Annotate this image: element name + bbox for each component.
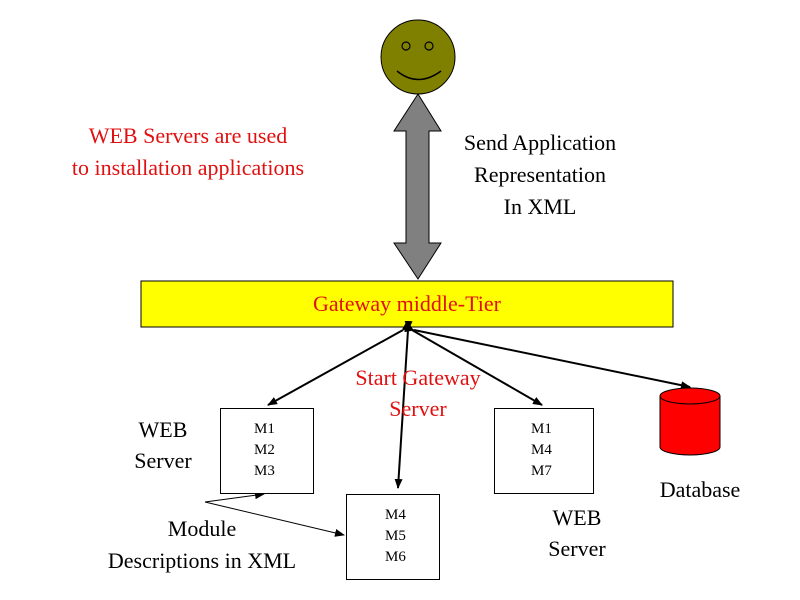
middle-server-box: M4 M5 M6 xyxy=(346,494,440,580)
module-label: M1 xyxy=(531,421,552,437)
module-label: M5 xyxy=(385,528,406,544)
module-label: M2 xyxy=(254,442,275,458)
module-description-arrows xyxy=(204,491,345,537)
module-label: M7 xyxy=(531,463,552,479)
module-label: M3 xyxy=(254,463,275,479)
right-web-server-label: WEB Server xyxy=(548,505,606,561)
gateway-label: Gateway middle-Tier xyxy=(313,291,501,316)
module-label: M6 xyxy=(385,549,406,565)
arrow-gateway-left-server xyxy=(267,322,413,406)
database-cylinder-icon xyxy=(659,387,721,456)
smiley-user-icon xyxy=(380,19,456,95)
module-label: M4 xyxy=(385,507,406,523)
xml-exchange-arrow xyxy=(393,93,442,280)
database-label: Database xyxy=(659,477,741,502)
left-server-box: M1 M2 M3 xyxy=(220,408,314,494)
connection-arrows xyxy=(267,320,691,489)
right-server-box: M1 M4 M7 xyxy=(494,408,594,494)
send-application-label: Send Application Representation In XML xyxy=(463,130,617,219)
module-label: M4 xyxy=(531,442,552,458)
start-gateway-label: Start Gateway Server xyxy=(355,365,481,421)
arrow-gateway-database xyxy=(404,324,691,390)
module-descriptions-label: Module Descriptions in XML xyxy=(107,516,297,573)
web-servers-note: WEB Servers are used to installation app… xyxy=(71,123,305,180)
left-web-server-label: WEB Server xyxy=(134,417,192,473)
module-label: M1 xyxy=(254,421,275,437)
gateway-bar xyxy=(140,280,674,328)
